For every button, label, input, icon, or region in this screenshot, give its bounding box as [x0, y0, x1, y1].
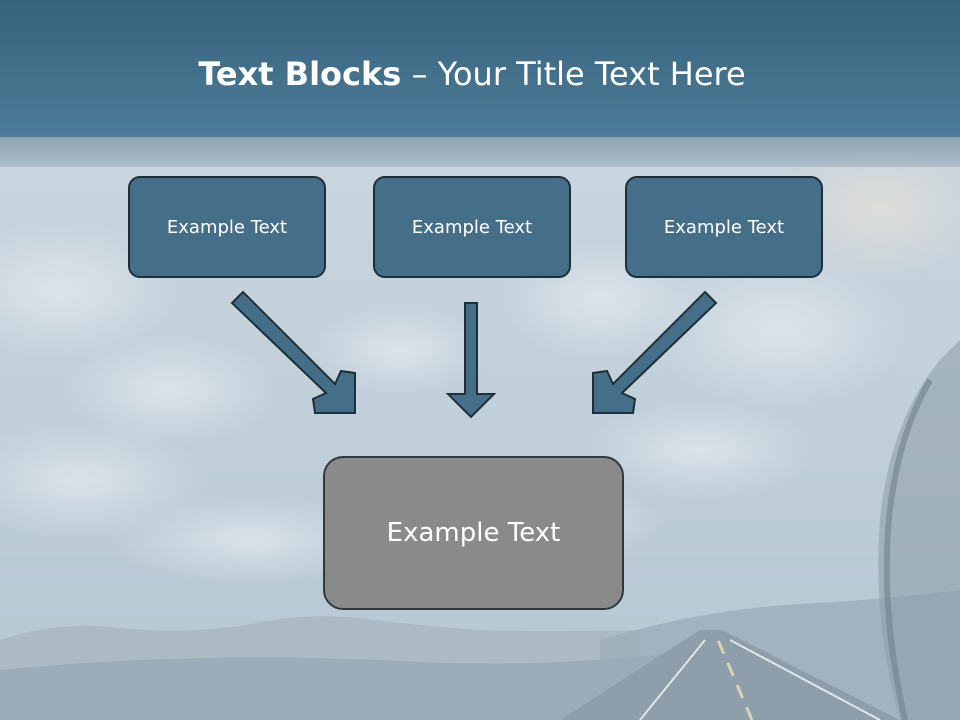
- text-block-center-label: Example Text: [411, 216, 533, 238]
- road: [560, 630, 900, 720]
- text-block-right-label: Example Text: [663, 216, 785, 238]
- text-block-center[interactable]: Example Text: [373, 176, 571, 278]
- slide-title-rest: – Your Title Text Here: [401, 55, 746, 93]
- text-block-right[interactable]: Example Text: [625, 176, 823, 278]
- text-block-main[interactable]: Example Text: [323, 456, 624, 610]
- title-band: [0, 0, 960, 137]
- slide-title: Text Blocks – Your Title Text Here: [0, 52, 944, 96]
- hills: [0, 590, 960, 720]
- title-shadow-band: [0, 137, 960, 167]
- slide-title-bold: Text Blocks: [198, 55, 402, 93]
- text-block-left-label: Example Text: [166, 216, 288, 238]
- text-block-main-label: Example Text: [386, 518, 561, 548]
- text-block-left[interactable]: Example Text: [128, 176, 326, 278]
- window-frame: [878, 340, 960, 720]
